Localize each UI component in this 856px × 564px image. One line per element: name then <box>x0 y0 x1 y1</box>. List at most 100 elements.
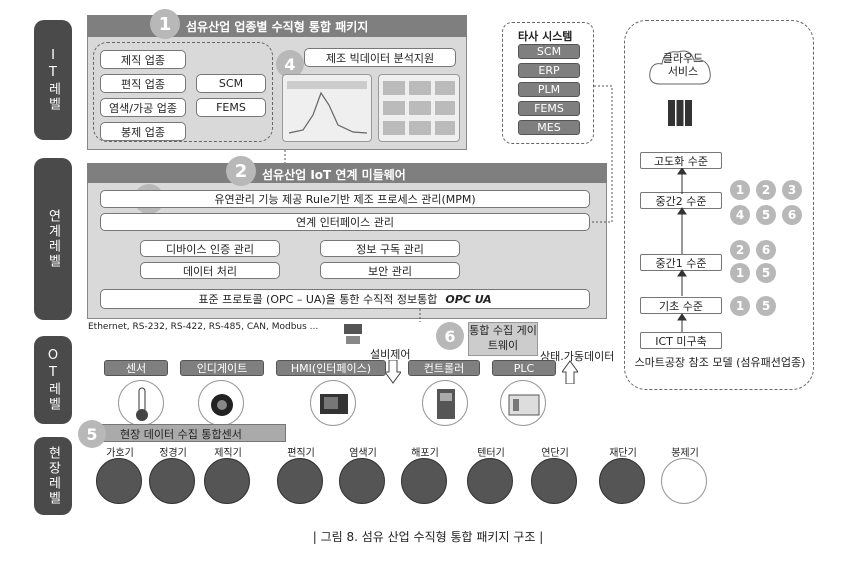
basic-num-2: 5 <box>756 296 776 316</box>
gateway-box: 통합 수집 게이트웨이 <box>468 322 538 356</box>
protocol-text: 표준 프로토콜 (OPC – UA)을 통한 수직적 정보통합 <box>198 293 438 306</box>
bigdata-title: 제조 빅데이터 분석지원 <box>304 48 456 67</box>
band-it-label: IT레벨 <box>45 48 61 112</box>
band-ot-label: OT레벨 <box>45 348 61 412</box>
interface-mgmt-box: 연계 인터페이스 관리 <box>100 213 590 231</box>
middleware-title: 섬유산업 IoT 연계 미들웨어 <box>262 168 406 182</box>
machine-label-3: 제직기 <box>214 448 242 459</box>
machine-label-8: 연단기 <box>541 448 569 459</box>
other-fems: FEMS <box>518 101 580 116</box>
info-subscribe-box: 정보 구독 관리 <box>320 240 460 257</box>
machine-3-image <box>204 458 250 504</box>
down-arrow-icon <box>384 359 402 384</box>
band-field-label: 현장레벨 <box>45 446 61 506</box>
it-fems: FEMS <box>196 98 266 117</box>
facility-control-label: 설비제어 <box>370 348 411 361</box>
machine-4-image <box>277 458 323 504</box>
band-field: 현장레벨 <box>34 437 72 515</box>
machine-1-image <box>96 458 142 504</box>
mpm-box: 유연관리 기능 제공 Rule기반 제조 프로세스 관리(MPM) <box>100 190 590 208</box>
industry-knitting: 편직 업종 <box>100 74 186 93</box>
machine-2-image <box>149 458 195 504</box>
data-processing-box: 데이터 처리 <box>140 262 280 279</box>
mid2-num-5: 5 <box>756 205 776 225</box>
ot-indicator: 인디게이트 <box>180 360 264 376</box>
reference-model-panel <box>624 20 814 390</box>
band-it: IT레벨 <box>34 20 72 140</box>
dashboard-thumbnail-icon <box>383 81 455 135</box>
figure-caption: | 그림 8. 섬유 산업 수직형 통합 패키지 구조 | <box>312 530 544 544</box>
industry-dyeing: 염색/가공 업종 <box>100 98 186 117</box>
industry-sewing: 봉제 업종 <box>100 122 186 141</box>
machine-label-6: 해포기 <box>411 448 439 459</box>
mid2-num-1: 1 <box>730 180 750 200</box>
industry-group <box>93 42 273 142</box>
level-mid2: 중간2 수준 <box>640 192 722 209</box>
field-sensor-text: 현장 데이터 수집 통합센서 <box>120 428 242 441</box>
mid1-num-1: 2 <box>730 240 750 260</box>
other-plm: PLM <box>518 82 580 97</box>
machine-label-9: 재단기 <box>609 448 637 459</box>
security-mgmt-box: 보안 관리 <box>320 262 460 279</box>
badge-1: 1 <box>150 9 180 39</box>
protocols-line: Ethernet, RS-232, RS-422, RS-485, CAN, M… <box>88 322 319 332</box>
thermometer-icon <box>118 380 164 426</box>
level-mid1: 중간1 수준 <box>640 254 722 271</box>
controller-icon <box>422 380 468 426</box>
mid2-num-2: 2 <box>756 180 776 200</box>
badge-6: 6 <box>436 322 464 350</box>
band-ot: OT레벨 <box>34 336 72 424</box>
middleware-header <box>87 163 607 183</box>
gateway-icon <box>342 322 364 346</box>
bigdata-grid-image <box>378 74 460 142</box>
machine-5-image <box>339 458 385 504</box>
hmi-icon <box>310 380 356 426</box>
indicator-icon <box>198 380 244 426</box>
it-package-header <box>87 15 467 37</box>
mid1-num-3: 1 <box>730 263 750 283</box>
bigdata-chart-image <box>282 74 372 142</box>
mid1-num-2: 6 <box>756 240 776 260</box>
band-link-label: 연계레벨 <box>45 209 61 269</box>
machine-label-2: 정경기 <box>159 448 187 459</box>
badge-2: 2 <box>226 156 256 186</box>
machine-label-5: 염색기 <box>349 448 377 459</box>
mid2-num-3: 3 <box>782 180 802 200</box>
badge-5: 5 <box>78 420 106 448</box>
ot-hmi: HMI(인터페이스) <box>276 360 386 376</box>
mid2-num-6: 6 <box>782 205 802 225</box>
other-scm: SCM <box>518 44 580 59</box>
machine-10-image <box>661 458 707 504</box>
opc-ua-logo: OPC UA <box>445 292 492 306</box>
ot-plc: PLC <box>492 360 556 376</box>
cloud-icon <box>646 44 716 88</box>
basic-num-1: 1 <box>730 296 750 316</box>
reference-model-label: 스마트공장 참조 모델 (섬유패션업종) <box>634 356 806 369</box>
server-icon <box>666 98 694 128</box>
machine-label-4: 편직기 <box>287 448 315 459</box>
mid1-num-4: 5 <box>756 263 776 283</box>
badge-4: 4 <box>276 50 304 78</box>
ot-sensor: 센서 <box>104 360 168 376</box>
ot-controller: 컨트롤러 <box>408 360 480 376</box>
chart-thumbnail-icon <box>287 81 368 134</box>
cloud-service-label: 클라우드 서비스 <box>662 52 704 78</box>
package-title: 섬유산업 업종별 수직형 통합 패키지 <box>186 20 369 34</box>
other-systems-title: 타사 시스템 <box>518 30 573 43</box>
machine-8-image <box>531 458 577 504</box>
machine-label-1: 가호기 <box>106 448 134 459</box>
protocol-box: 표준 프로토콜 (OPC – UA)을 통한 수직적 정보통합 OPC UA <box>100 289 590 309</box>
up-arrow-icon <box>561 360 579 385</box>
band-link: 연계레벨 <box>34 158 72 320</box>
plc-icon <box>500 380 546 426</box>
other-mes: MES <box>518 120 580 135</box>
machine-label-7: 텐터기 <box>477 448 505 459</box>
other-systems-group <box>502 22 594 144</box>
machine-label-10: 봉제기 <box>671 448 699 459</box>
level-no-ict: ICT 미구축 <box>640 332 722 349</box>
level-basic: 기초 수준 <box>640 297 722 314</box>
device-auth-box: 디바이스 인증 관리 <box>140 240 280 257</box>
it-scm: SCM <box>196 74 266 93</box>
level-arrows <box>674 167 690 334</box>
